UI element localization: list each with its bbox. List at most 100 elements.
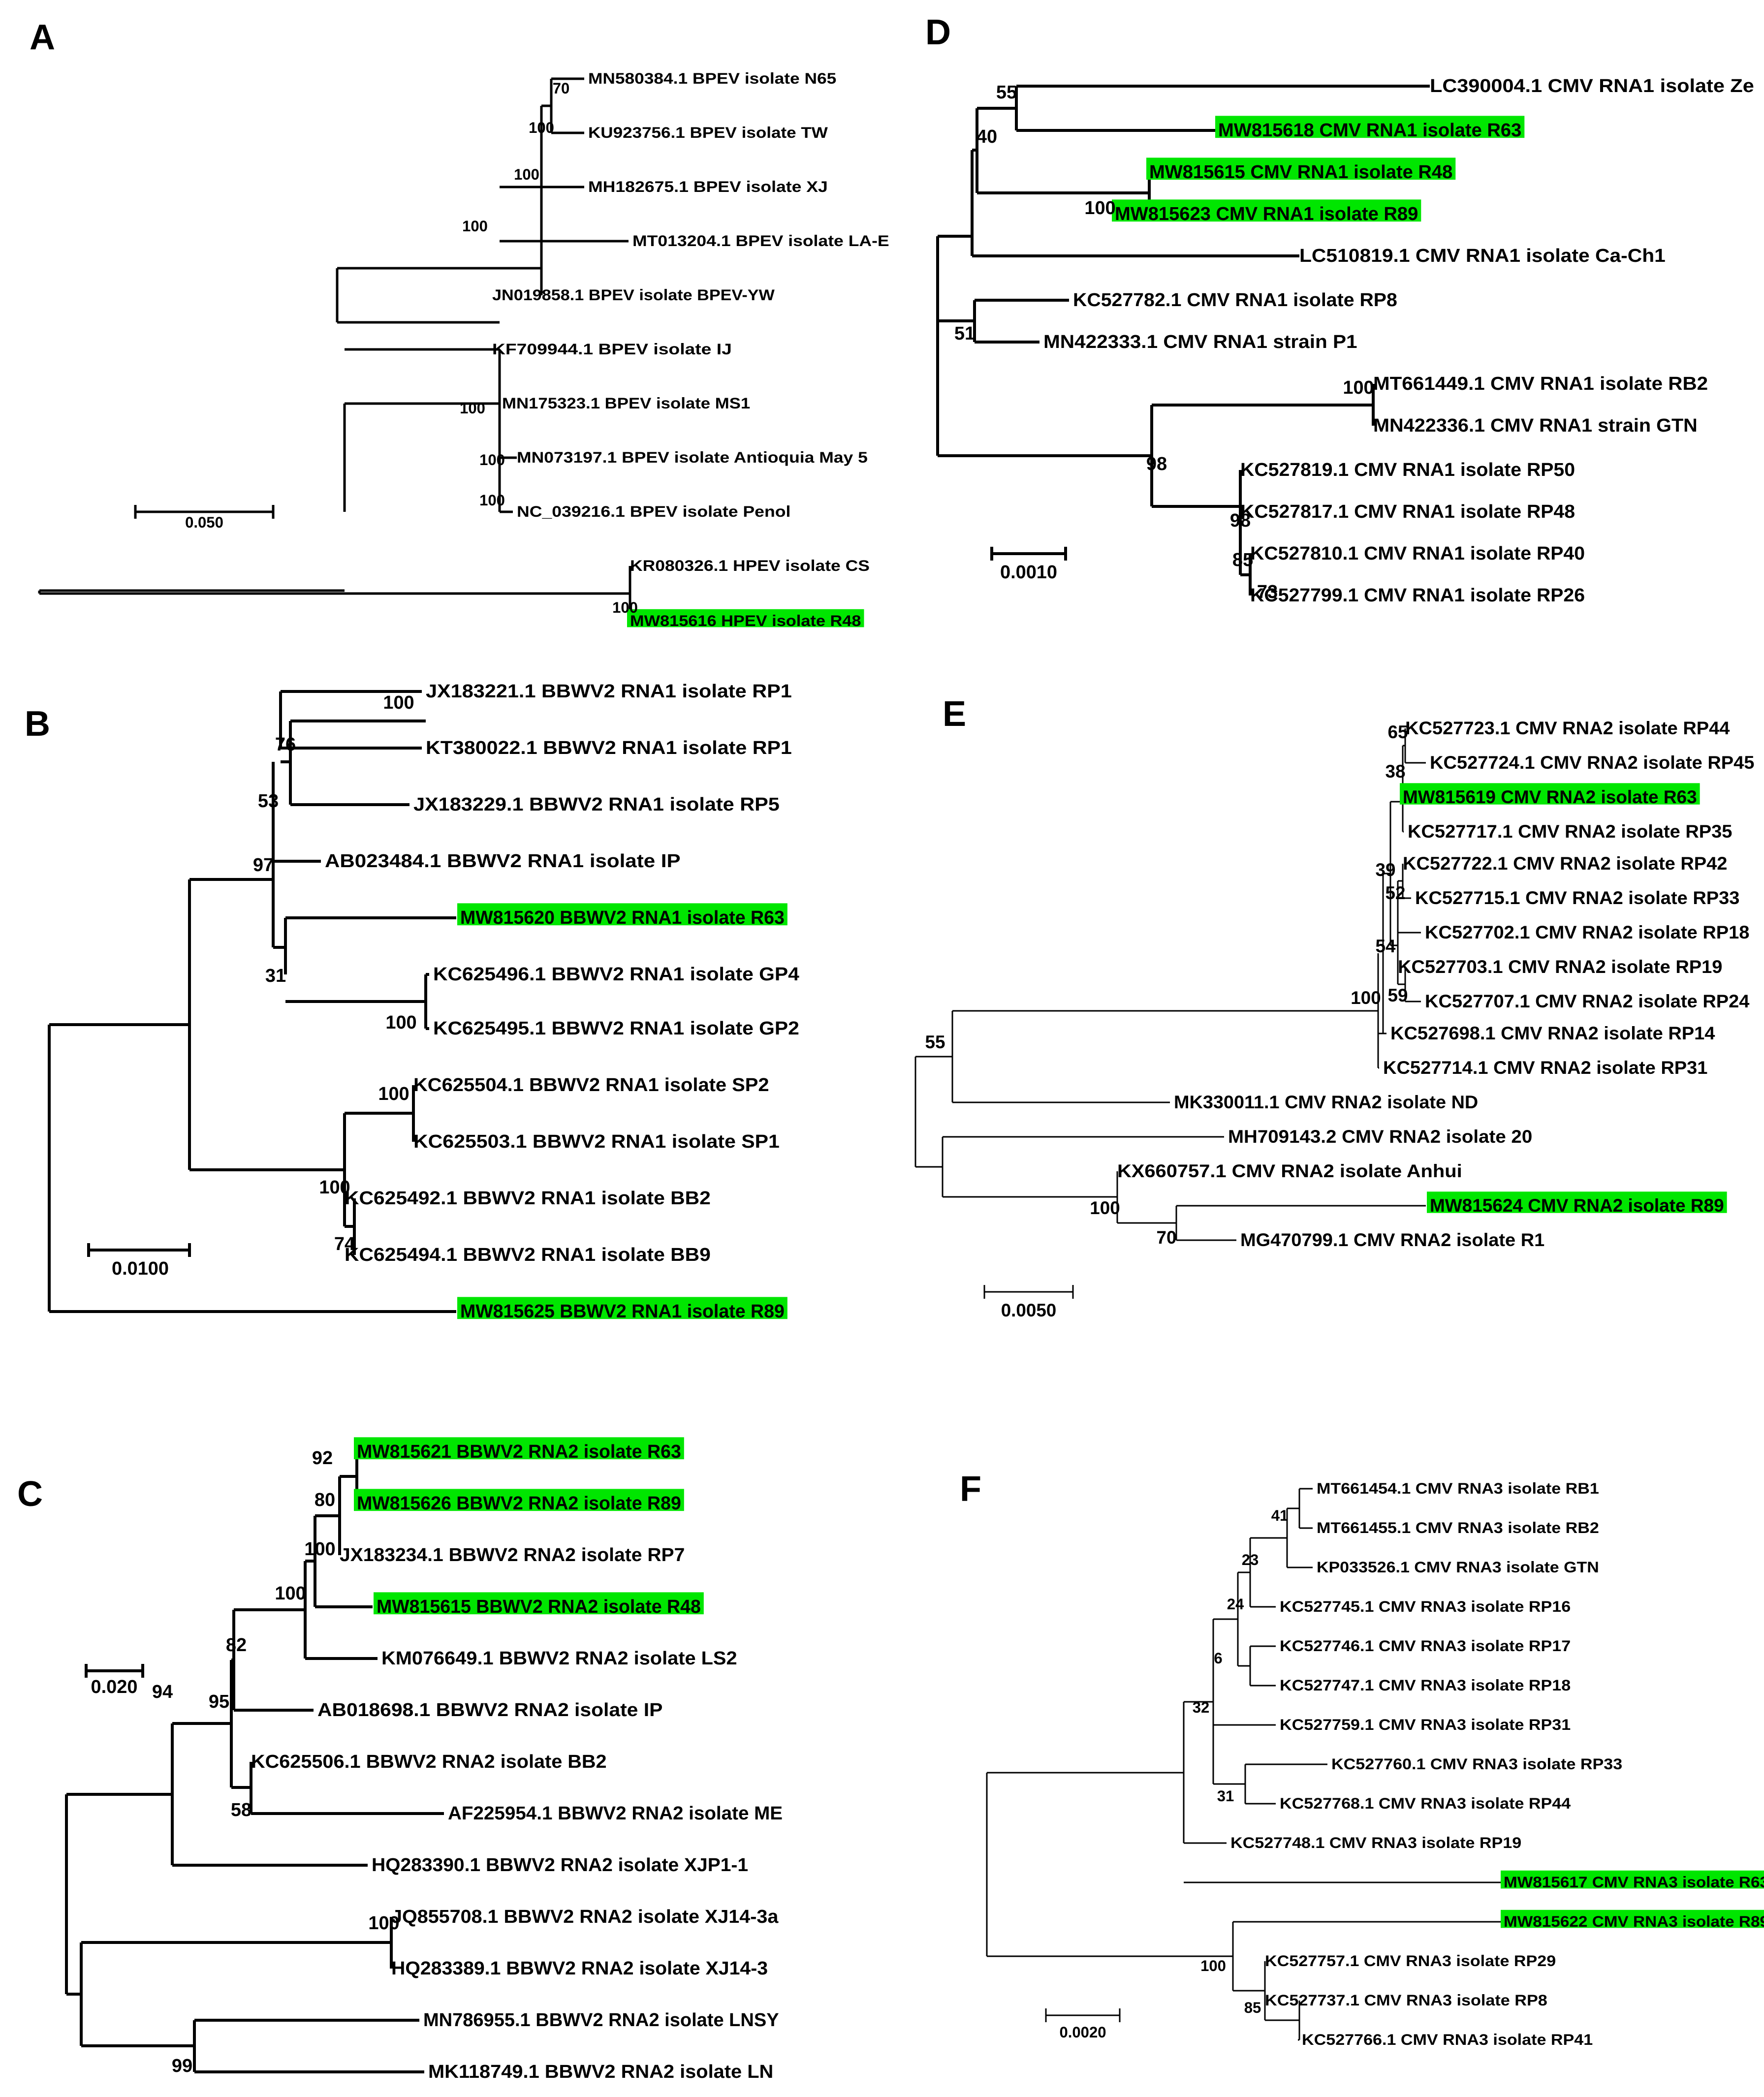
bootstrap-value: 76 [275,734,296,755]
leaf-label: KC527782.1 CMV RNA1 isolate RP8 [1073,290,1397,311]
scale-label: 0.050 [185,514,223,531]
bootstrap-value: 100 [612,599,638,616]
leaf-label: KC527748.1 CMV RNA3 isolate RP19 [1230,1834,1521,1851]
bootstrap-value: 100 [275,1583,306,1604]
leaf-label: KC527722.1 CMV RNA2 isolate RP42 [1403,853,1727,874]
bootstrap-value: 80 [315,1490,335,1510]
tree-panel-b: B JX183221.1 BBWV2 RNA1 isolate RP1KT3800… [25,681,799,1322]
bootstrap-value: 55 [925,1032,945,1052]
bootstrap-value: 58 [231,1800,252,1820]
bootstrap-value: 41 [1271,1507,1289,1524]
bootstrap-value: 55 [996,82,1017,103]
leaf-label: MN580384.1 BPEV isolate N65 [588,70,836,87]
bootstrap-value: 100 [304,1539,335,1560]
bootstrap-value: 100 [479,492,505,509]
leaf-label: MT661449.1 CMV RNA1 isolate RB2 [1373,374,1708,394]
scale-label: 0.020 [91,1677,138,1697]
bootstrap-value: 32 [1193,1699,1210,1716]
scale-bar [85,1664,144,1678]
leaf-label: MW815625 BBWV2 RNA1 isolate R89 [460,1301,785,1322]
leaf-label: MT661454.1 CMV RNA3 isolate RB1 [1317,1480,1599,1497]
bootstrap-value: 38 [1386,761,1406,782]
leaf-label: JQ855708.1 BBWV2 RNA2 isolate XJ14-3a [391,1907,779,1927]
scale-label: 0.0010 [1000,562,1057,583]
bootstrap-value: 53 [258,791,279,812]
bootstrap-value: 100 [378,1084,409,1104]
leaf-label: MN073197.1 BPEV isolate Antioquia May 5 [517,449,868,466]
leaf-label: KC625504.1 BBWV2 RNA1 isolate SP2 [413,1075,769,1095]
bootstrap-value: 82 [226,1635,247,1656]
bootstrap-value: 100 [1351,988,1381,1008]
bootstrap-value: 99 [172,2056,192,2076]
highlight-box [374,1592,704,1615]
bootstrap-value: 98 [1146,454,1167,474]
highlight-box [1215,116,1525,138]
bootstrap-value: 51 [954,323,975,344]
bootstrap-value: 100 [462,218,488,235]
bootstrap-value: 6 [1214,1650,1222,1667]
leaf-label: KT380022.1 BBWV2 RNA1 isolate RP1 [426,738,792,758]
leaf-label: KC527766.1 CMV RNA3 isolate RP41 [1302,2031,1593,2048]
leaf-label: MT661455.1 CMV RNA3 isolate RB2 [1317,1519,1599,1536]
leaf-label: MK118749.1 BBWV2 RNA2 isolate LN [428,2062,773,2082]
leaf-label: KC527759.1 CMV RNA3 isolate RP31 [1280,1716,1571,1733]
leaf-label: JX183221.1 BBWV2 RNA1 isolate RP1 [426,681,792,702]
leaf-label: MW815616 HPEV isolate R48 [630,612,861,629]
bootstrap-value: 85 [1232,550,1253,570]
leaf-label: MN786955.1 BBWV2 RNA2 isolate LNSY [423,2010,779,2031]
leaf-label: MW815615 CMV RNA1 isolate R48 [1149,162,1452,183]
bootstrap-value: 74 [334,1234,355,1254]
leaf-label: KC527737.1 CMV RNA3 isolate RP8 [1265,1992,1547,2009]
leaf-label: MW815623 CMV RNA1 isolate R89 [1115,204,1418,224]
leaf-label: KC527698.1 CMV RNA2 isolate RP14 [1390,1023,1715,1043]
highlight-box [1427,1191,1727,1213]
panel-letter: F [960,1470,981,1509]
leaf-label: KC527707.1 CMV RNA2 isolate RP24 [1425,991,1750,1011]
bootstrap-value: 95 [209,1691,229,1712]
leaf-label: KC527714.1 CMV RNA2 isolate RP31 [1383,1058,1707,1078]
leaf-label: MH709143.2 CMV RNA2 isolate 20 [1228,1127,1532,1147]
leaf-label: KX660757.1 CMV RNA2 isolate Anhui [1117,1161,1462,1181]
leaf-label: MG470799.1 CMV RNA2 isolate R1 [1240,1230,1544,1250]
leaf-label: MW815626 BBWV2 RNA2 isolate R89 [357,1493,681,1514]
leaf-label: KC527715.1 CMV RNA2 isolate RP33 [1415,888,1739,908]
leaf-label: KC527799.1 CMV RNA1 isolate RP26 [1250,585,1585,606]
bootstrap-value: 100 [1084,198,1115,219]
leaf-label: KF709944.1 BPEV isolate IJ [492,341,732,358]
leaf-label: MW815618 CMV RNA1 isolate R63 [1218,120,1521,141]
highlight-box [1501,1870,1764,1889]
bootstrap-value: 73 [1257,582,1278,602]
bootstrap-value: 100 [460,400,485,417]
bootstrap-value: 100 [1343,377,1374,398]
scale-bar [87,1243,191,1257]
leaf-label: KC527817.1 CMV RNA1 isolate RP48 [1240,501,1575,522]
leaf-label: MW815622 CMV RNA3 isolate R89 [1504,1913,1764,1930]
bootstrap-value: 54 [1376,936,1396,956]
leaf-label: KU923756.1 BPEV isolate TW [588,124,828,141]
scale-label: 0.0020 [1060,2024,1106,2041]
leaf-label: KC527819.1 CMV RNA1 isolate RP50 [1240,460,1575,480]
leaf-label: JX183234.1 BBWV2 RNA2 isolate RP7 [340,1545,685,1565]
leaf-label: MN422333.1 CMV RNA1 strain P1 [1043,332,1357,352]
leaf-label: KC527757.1 CMV RNA3 isolate RP29 [1265,1952,1556,1970]
leaf-label: KC625506.1 BBWV2 RNA2 isolate BB2 [251,1752,607,1772]
scale-bar [990,547,1067,561]
scale-bar [1045,2008,1121,2022]
bootstrap-value: 65 [1388,722,1408,742]
panel-letter: B [25,704,50,744]
bootstrap-value: 39 [1376,860,1396,880]
bootstrap-value: 100 [319,1177,350,1198]
bootstrap-value: 98 [1230,510,1251,531]
bootstrap-value: 100 [514,166,539,183]
leaf-label: AB018698.1 BBWV2 RNA2 isolate IP [317,1700,662,1721]
bootstrap-value: 100 [1200,1957,1226,1974]
leaf-label: MK330011.1 CMV RNA2 isolate ND [1174,1092,1478,1112]
highlight-box [354,1437,684,1460]
leaf-label: KC527717.1 CMV RNA2 isolate RP35 [1408,821,1732,842]
leaf-label: JN019858.1 BPEV isolate BPEV-YW [492,286,775,304]
bootstrap-value: 100 [383,692,414,713]
bootstrap-value: 59 [1388,985,1408,1005]
bootstrap-value: 31 [265,966,286,986]
